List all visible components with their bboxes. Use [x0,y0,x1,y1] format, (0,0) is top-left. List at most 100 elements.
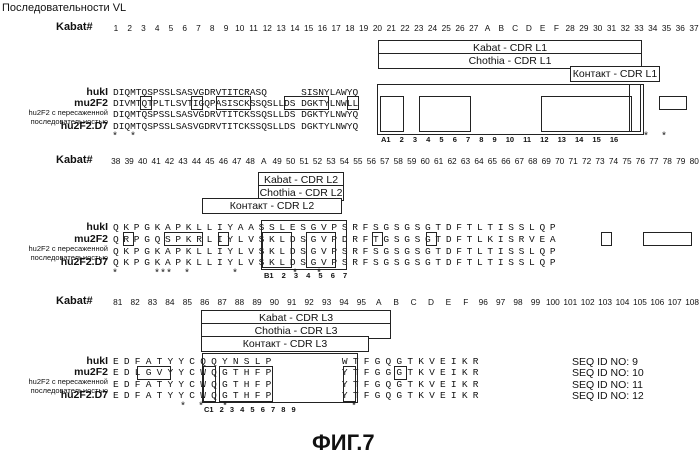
kabat-number: 42 [163,157,176,165]
kabat-number: 57 [378,157,391,165]
kabat-number: 77 [647,157,660,165]
kabat-number: 96 [475,298,492,306]
kabat-number: 10 [233,24,247,32]
kabat-number: 14 [288,24,302,32]
cdr-sub-numbering-1: A1 2 3 4 5 6 7 8 9 10 11 12 13 14 15 16 [381,136,618,144]
kabat-number: 31 [605,24,619,32]
kabat-number: 29 [577,24,591,32]
kabat-number: 47 [230,157,243,165]
kabat-number: 13 [274,24,288,32]
mutation-box [216,96,251,110]
kabat-label-3: Kabat# [56,296,93,307]
kabat-number: 28 [563,24,577,32]
kabat-number: 79 [674,157,687,165]
kabat-number: 60 [418,157,431,165]
kabat-number: 55 [351,157,364,165]
kabat-label-2: Kabat# [56,155,93,166]
kabat-number: 93 [318,298,335,306]
mutation-box [343,366,356,402]
kabat-number: F [550,24,564,32]
mutation-box [218,232,229,246]
kabat-number: F [457,298,474,306]
kabat-number: 35 [660,24,674,32]
kabat-number: 50 [284,157,297,165]
kabat-number: C [508,24,522,32]
kabat-number: 16 [315,24,329,32]
kabat-number: E [536,24,550,32]
kabat-number: 85 [179,298,196,306]
kabat-number: 52 [311,157,324,165]
seq-id-label: SEQ ID NO: 11 [572,380,643,391]
kabat-number: 46 [217,157,230,165]
kabat-number: 87 [213,298,230,306]
figure-label: ФИГ.7 [312,432,375,454]
kabat-number: 25 [439,24,453,32]
mutation-box [601,232,612,246]
kabat-number: 20 [371,24,385,32]
kabat-number: 70 [553,157,566,165]
kabat-number: 66 [499,157,512,165]
kabat-number: A [370,298,387,306]
kabat-number: 62 [445,157,458,165]
kabat-number: 8 [205,24,219,32]
kabat-number: 26 [453,24,467,32]
kabat-number: 34 [646,24,660,32]
mutation-box [659,96,687,110]
mutation-box [203,366,216,402]
kabat-number: 36 [673,24,687,32]
kabat-number: 33 [632,24,646,32]
kabat-number: 49 [270,157,283,165]
kabat-number: 68 [526,157,539,165]
kabat-number: 54 [338,157,351,165]
seq-id-label: SEQ ID NO: 9 [572,357,638,368]
kabat-numbering-1: 1234567891011121314151617181920212223242… [109,24,700,32]
kabat-number: 9 [219,24,233,32]
kabat-number: 40 [136,157,149,165]
kabat-number: 21 [384,24,398,32]
kabat-number: 18 [343,24,357,32]
seq-id-label: SEQ ID NO: 10 [572,368,644,379]
kabat-number: 2 [123,24,137,32]
sequence-row: DIQMTQSPSSLSASVGDRVTITCKSSQSLLDS DGKTYLN… [113,122,358,132]
row-label-hukI: hukI [40,87,108,98]
kabat-number: 30 [591,24,605,32]
kabat-number: A [481,24,495,32]
kabat-number: 91 [283,298,300,306]
kabat-number: 98 [509,298,526,306]
row-label-hu2F2-D7: hu2F2.D7 [40,257,108,268]
kabat-number: 38 [109,157,122,165]
kabat-number: 69 [540,157,553,165]
kabat-number: 106 [649,298,666,306]
kabat-number: 107 [666,298,683,306]
mutation-box [284,96,329,110]
kabat-number: 37 [687,24,700,32]
kabat-number: 48 [244,157,257,165]
row-label-mu2F2: mu2F2 [40,98,108,109]
mutation-box [426,232,437,246]
mutation-box [262,232,292,268]
mutation-box [219,366,273,402]
mutation-box [372,232,383,246]
kabat-number: 86 [196,298,213,306]
kabat-number: 75 [620,157,633,165]
contact-cdr-l2-box: Контакт - CDR L2 [202,198,342,214]
mutation-box [419,96,471,132]
page-title: Последовательности VL [2,3,126,14]
row-label-mu2F2: mu2F2 [40,367,108,378]
kabat-number: 102 [579,298,596,306]
mutation-box [347,96,359,110]
asterisk-markers-1b: * * [643,133,667,143]
kabat-number: 22 [398,24,412,32]
kabat-number: 63 [459,157,472,165]
kabat-number: 97 [492,298,509,306]
mutation-box [164,232,203,246]
kabat-number: 73 [593,157,606,165]
kabat-number: 83 [144,298,161,306]
cdr-sub-numbering-2: B1 2 3 4 5 6 7 [264,272,347,280]
kabat-number: 108 [683,298,700,306]
kabat-number: 72 [580,157,593,165]
kabat-number: 64 [472,157,485,165]
kabat-number: 3 [137,24,151,32]
row-label-hu2F2-D7: hu2F2.D7 [40,121,108,132]
kabat-number: 61 [432,157,445,165]
